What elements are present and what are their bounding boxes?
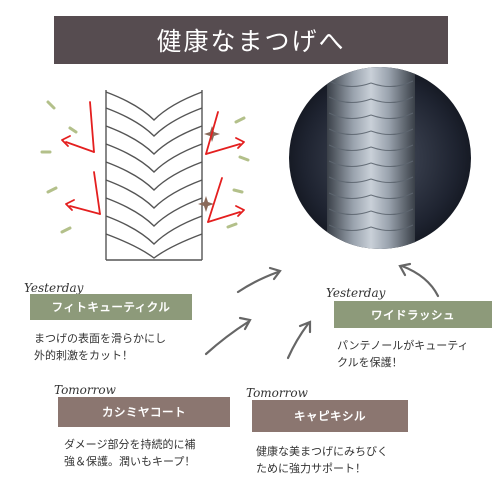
item-tag: Yesterday [24,281,84,295]
red-arrows [61,101,245,223]
ingredient-description: 健康な美まつげにみちびく ために強力サポート！ [256,445,388,475]
page-title: 健康なまつげへ [54,16,448,64]
ingredient-description: ダメージ部分を持続的に補 強＆保護。潤いもキープ！ [64,438,196,468]
ingredient-label: フィトキューティクル [30,294,192,320]
leaf-decorations [40,100,250,234]
item-tag: Tomorrow [54,383,116,397]
ingredient-label: ワイドラッシュ [334,301,492,328]
ingredient-label: キャピキシル [252,400,408,432]
ingredient-description: まつげの表面を滑らかにし 外的刺激をカット！ [34,332,166,362]
microscope-image [289,67,471,249]
hair-shaft [105,90,203,261]
item-tag: Yesterday [326,286,386,300]
ingredient-label: カシミヤコート [58,397,230,427]
cuticle-diagram [40,90,250,261]
ingredient-description: パンテノールがキューティ クルを保護！ [337,339,469,369]
item-tag: Tomorrow [246,386,308,400]
